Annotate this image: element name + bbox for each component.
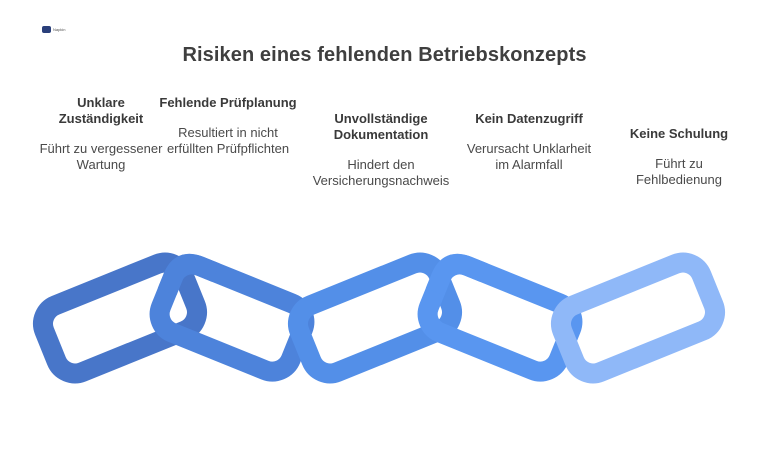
- risk-title: Kein Datenzugriff: [475, 111, 583, 126]
- chain-link-4-overlap: [425, 253, 488, 296]
- risk-description: Resultiert in nicht erfüllten Prüfpflich…: [166, 125, 290, 156]
- risk-item-keine-schulung: Keine Schulung Führt zu Fehlbedienung: [612, 126, 746, 188]
- risk-description: Führt zu vergessener Wartung: [39, 141, 163, 172]
- risk-title: Unklare Zuständigkeit: [58, 95, 144, 126]
- logo: Napkin: [42, 26, 65, 33]
- page-title: Risiken eines fehlenden Betriebskonzepts: [182, 44, 587, 66]
- chain-link-1: [33, 252, 207, 384]
- logo-text: Napkin: [53, 27, 66, 32]
- risk-item-unklare-zustaendigkeit: Unklare Zuständigkeit Führt zu vergessen…: [34, 95, 168, 173]
- risk-description: Verursacht Unklarheit im Alarmfall: [466, 141, 592, 172]
- chain-link-5: [551, 252, 725, 384]
- risk-title: Keine Schulung: [629, 126, 729, 141]
- logo-icon: [42, 26, 51, 33]
- risk-title: Unvollständige Dokumentation: [333, 111, 429, 142]
- risk-item-unvollstaendige-dokumentation: Unvollständige Dokumentation Hindert den…: [296, 111, 466, 189]
- risk-item-kein-datenzugriff: Kein Datenzugriff Verursacht Unklarheit …: [462, 111, 596, 173]
- risk-title: Fehlende Prüfplanung: [159, 95, 297, 110]
- risk-description: Führt zu Fehlbedienung: [635, 156, 723, 187]
- risk-item-fehlende-pruefplanung: Fehlende Prüfplanung Resultiert in nicht…: [158, 95, 298, 157]
- chain-link-2-overlap: [157, 253, 220, 296]
- risk-description: Hindert den Versicherungsnachweis: [312, 157, 450, 188]
